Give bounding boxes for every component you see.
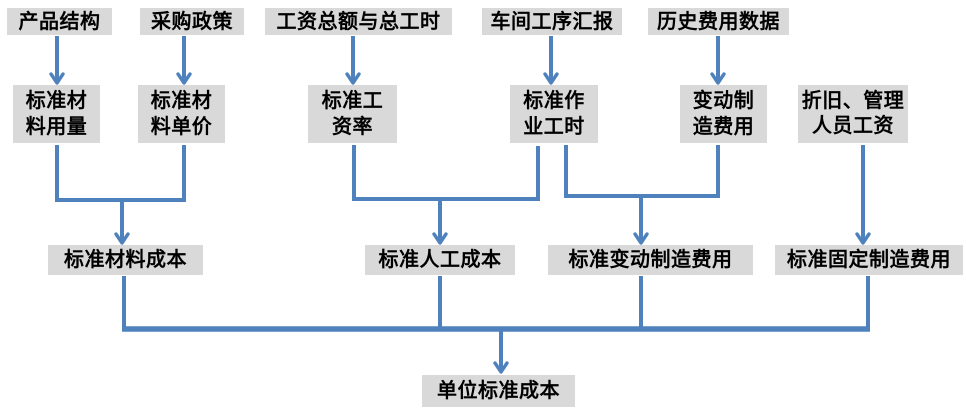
node-historical-cost-data: 历史费用数据 <box>648 8 789 35</box>
node-std-operation-hours: 标准作 业工时 <box>510 85 598 143</box>
node-std-material-cost: 标准材料成本 <box>48 245 203 275</box>
node-std-variable-mfg-cost: 标准变动制造费用 <box>548 245 753 275</box>
node-total-wages-hours: 工资总额与总工时 <box>265 8 452 35</box>
node-depreciation-mgmt-wages: 折旧、管理 人员工资 <box>798 85 908 143</box>
edge-bracket-variable-mfg <box>564 145 720 198</box>
node-std-fixed-mfg-cost: 标准固定制造费用 <box>775 245 963 275</box>
edge-bracket-labor <box>352 145 540 201</box>
node-std-material-price: 标准材 料单价 <box>138 85 225 143</box>
node-workshop-report: 车间工序汇报 <box>482 8 622 35</box>
node-variable-mfg-cost: 变动制 造费用 <box>680 85 767 143</box>
node-std-labor-cost: 标准人工成本 <box>365 245 515 275</box>
node-std-wage-rate: 标准工 资率 <box>308 85 397 143</box>
node-std-material-usage: 标准材 料用量 <box>13 85 100 143</box>
node-product-structure: 产品结构 <box>7 8 112 35</box>
node-unit-standard-cost: 单位标准成本 <box>422 375 575 407</box>
edge-bracket-material <box>55 145 186 202</box>
node-procurement-policy: 采购政策 <box>140 8 244 35</box>
